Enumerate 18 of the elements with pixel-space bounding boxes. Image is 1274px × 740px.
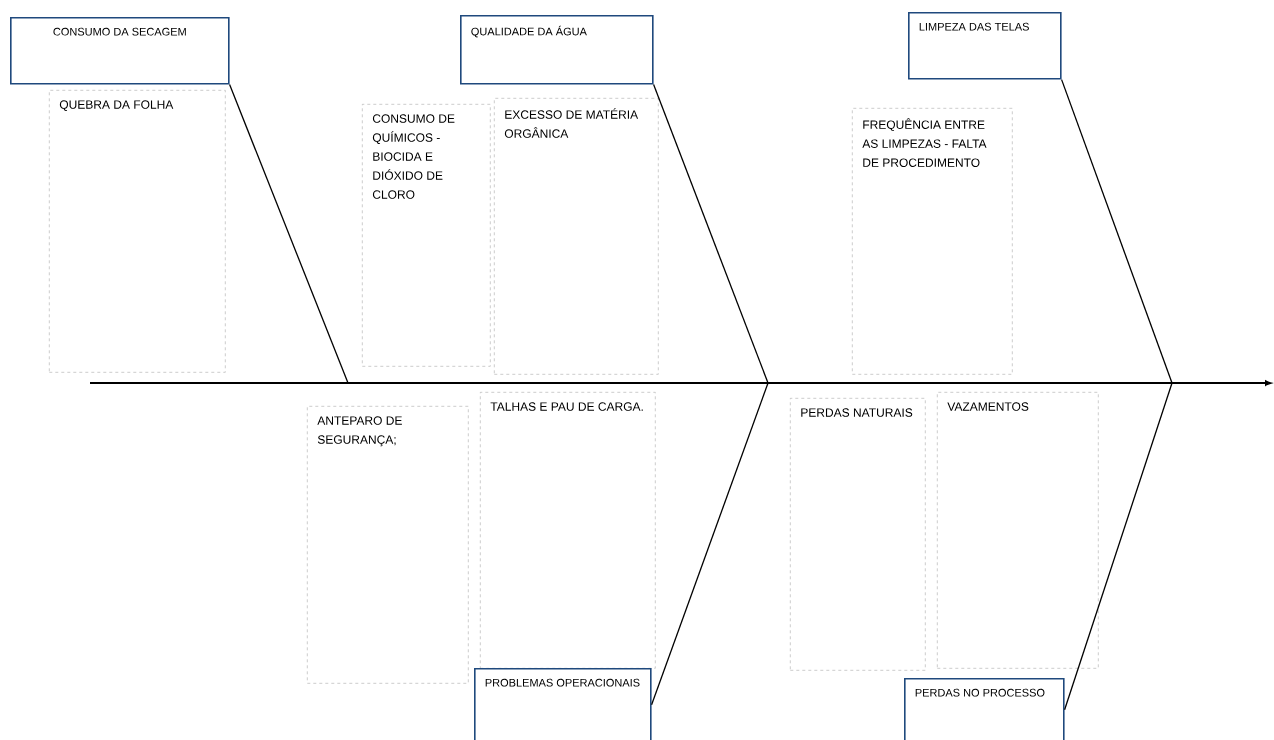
cause-box: VAZAMENTOS	[937, 392, 1099, 669]
cause-box: PERDAS NATURAIS	[790, 398, 926, 671]
bone-line	[650, 382, 769, 706]
bone-line	[652, 83, 769, 384]
bone-line	[228, 83, 349, 384]
bone-line	[1060, 78, 1173, 384]
cause-box: EXCESSO DE MATÉRIA ORGÂNICA	[494, 98, 659, 375]
category-box: LIMPEZA DAS TELAS	[908, 12, 1062, 80]
cause-box: QUEBRA DA FOLHA	[49, 90, 226, 373]
cause-box: TALHAS E PAU DE CARGA.	[480, 392, 656, 669]
category-box: QUALIDADE DA ÁGUA	[460, 15, 654, 85]
category-box: PROBLEMAS OPERACIONAIS	[474, 668, 652, 740]
cause-box: FREQUÊNCIA ENTRE AS LIMPEZAS - FALTA DE PROCEDIMENTO	[852, 108, 1013, 375]
cause-box: CONSUMO DE QUÍMICOS - BIOCIDA E DIÓXIDO DE CLORO	[362, 104, 491, 367]
bone-line	[1063, 382, 1173, 711]
category-box: CONSUMO DA SECAGEM	[10, 17, 230, 85]
cause-box: ANTEPARO DE SEGURANÇA;	[307, 406, 469, 684]
category-box: PERDAS NO PROCESSO	[904, 678, 1065, 740]
